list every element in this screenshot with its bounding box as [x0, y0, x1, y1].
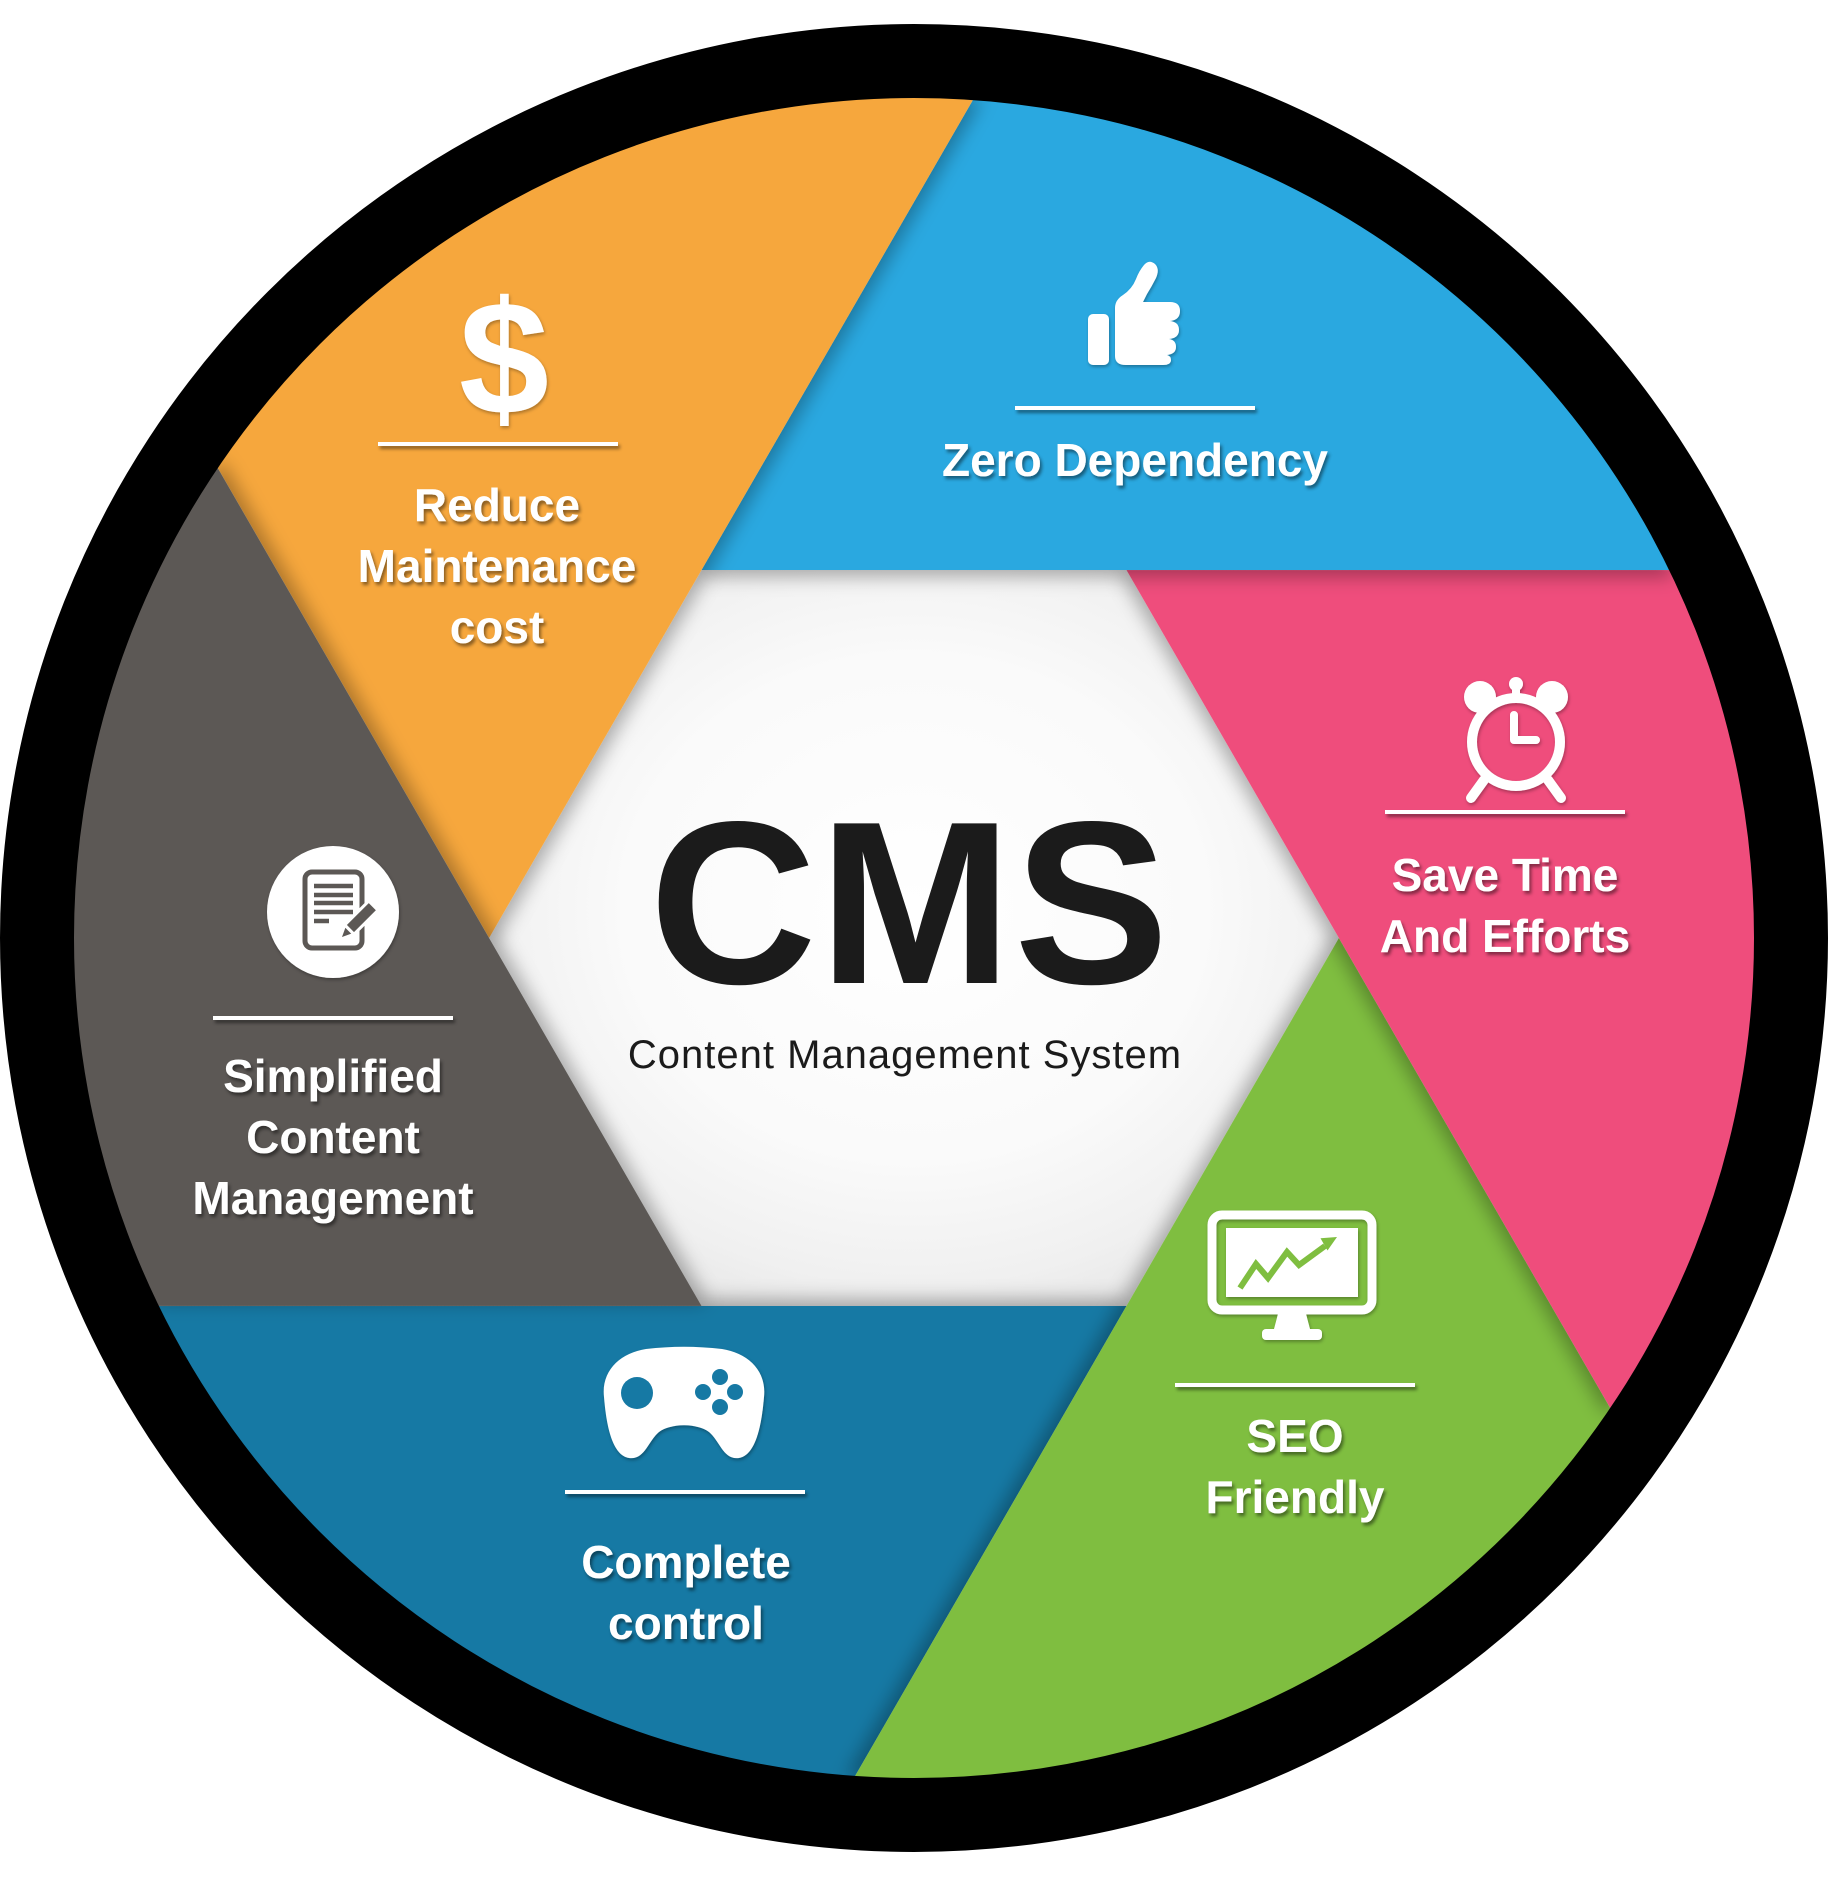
segment-seo-friendly: [852, 937, 1613, 1783]
pencil-tip: [336, 922, 357, 943]
chart-line: [1237, 1243, 1327, 1290]
gamepad-button-right: [727, 1384, 743, 1400]
segment-reduce-maintenance-cost: [215, 93, 976, 939]
pencil: [336, 898, 381, 943]
gamepad-button-top: [712, 1369, 728, 1385]
gamepad-button-bottom: [712, 1399, 728, 1415]
clock-hands: [1510, 711, 1540, 744]
label-complete-control-line2: control: [608, 1597, 764, 1649]
label-seo-line2: Friendly: [1206, 1471, 1385, 1523]
thumb-cuff: [1088, 314, 1109, 365]
monitor-base: [1262, 1329, 1322, 1340]
document-lines: [314, 883, 353, 924]
thumb-hand: [1115, 261, 1180, 365]
gamepad-stick: [621, 1377, 653, 1409]
label-save-time-line1: Save Time: [1392, 849, 1619, 901]
label-save-time-line2: And Efforts: [1380, 910, 1630, 962]
label-simplified-line3: Management: [192, 1172, 473, 1224]
center-hexagon: [489, 570, 1339, 1306]
gamepad-icon: [603, 1346, 765, 1459]
label-seo-line1: SEO: [1246, 1410, 1343, 1462]
monitor-chart-icon: [1207, 1210, 1377, 1340]
thumbs-up-icon: [1088, 261, 1180, 365]
center-subtitle: Content Management System: [628, 1033, 1182, 1077]
gamepad-button-left: [695, 1384, 711, 1400]
segment-save-time-and-efforts: [1126, 569, 1759, 1413]
label-reduce-line1: Reduce: [414, 479, 580, 531]
monitor-neck: [1274, 1310, 1310, 1329]
dollar-icon: $: [459, 268, 549, 449]
chart-arrow: [1320, 1237, 1337, 1251]
clock-body: [1467, 693, 1565, 791]
clock-leg-left: [1466, 775, 1489, 803]
document-pencil-icon: [267, 846, 399, 978]
label-complete-control-line1: Complete: [581, 1536, 791, 1588]
label-zero-dependency: Zero Dependency: [942, 434, 1328, 486]
center-title: CMS: [649, 774, 1171, 1033]
monitor-screen: [1226, 1228, 1358, 1297]
segment-labels: Zero Dependency Save Time And Efforts SE…: [192, 406, 1630, 1649]
segment-complete-control: [153, 1306, 1127, 1781]
label-reduce-line3: cost: [450, 601, 545, 653]
segment-zero-dependency: [701, 95, 1675, 571]
label-simplified-line1: Simplified: [223, 1050, 443, 1102]
alarm-clock-icon: [1464, 677, 1568, 803]
outer-ring: [0, 24, 1828, 1852]
label-simplified-line2: Content: [246, 1111, 420, 1163]
segment-icons: $: [267, 261, 1568, 1459]
clock-leg-right: [1543, 775, 1566, 803]
label-reduce-line2: Maintenance: [358, 540, 637, 592]
clock-stem-knob: [1509, 677, 1523, 691]
